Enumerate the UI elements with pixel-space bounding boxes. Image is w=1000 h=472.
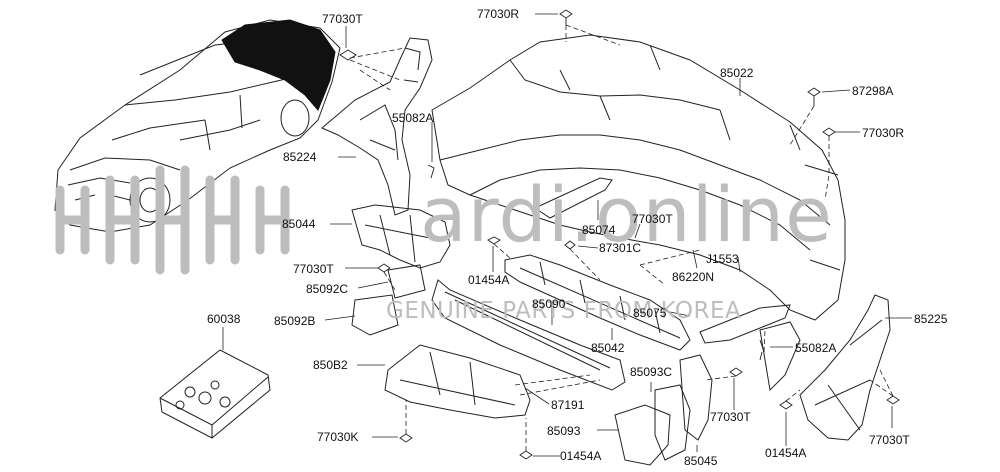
label-77030T-mid: 77030T [632, 212, 673, 226]
fasteners [339, 9, 900, 460]
label-85042: 85042 [591, 341, 625, 355]
label-850B2: 850B2 [313, 358, 348, 372]
highlighted-bumper-area [221, 19, 336, 111]
label-85093C: 85093C [630, 365, 673, 379]
label-85074: 85074 [582, 223, 616, 237]
kit-box-60038 [159, 349, 271, 439]
leader-lines [222, 13, 912, 457]
assembly-lines [349, 24, 894, 451]
label-86220N: 86220N [672, 270, 715, 284]
watermark-site: ardi.online [420, 170, 833, 259]
part-85045 [679, 354, 713, 441]
label-87298A: 87298A [852, 84, 894, 98]
label-77030R-top: 77030R [477, 7, 520, 21]
label-87301C: 87301C [599, 241, 642, 255]
part-85092C [387, 264, 426, 299]
label-85044: 85044 [282, 217, 316, 231]
part-85093C [654, 384, 691, 461]
absorber-85042 [504, 254, 691, 351]
label-55082A-left: 55082A [392, 111, 434, 125]
strip-85074 [533, 177, 613, 219]
bracket-85224 [321, 37, 433, 216]
label-85022: 85022 [720, 66, 754, 80]
label-77030R-right: 77030R [862, 126, 905, 140]
bracket-85225 [799, 294, 891, 441]
label-77030T-low: 77030T [710, 410, 751, 424]
label-85090: 85090 [532, 297, 566, 311]
label-01454A-bottom: 01454A [560, 449, 602, 463]
label-85075: 85075 [633, 306, 667, 320]
part-85092B [351, 294, 399, 336]
label-85225: 85225 [914, 312, 948, 326]
label-85092C: 85092C [306, 282, 349, 296]
panel-55082A [759, 321, 801, 392]
bracket-85044 [351, 204, 451, 269]
under-cover-850B2 [384, 344, 531, 419]
label-J1553: J1553 [706, 252, 739, 266]
watermark-tagline: GENUINE PARTS FROM KOREA [386, 298, 742, 324]
label-77030T-left: 77030T [293, 262, 334, 276]
label-85224: 85224 [283, 150, 317, 164]
label-85093: 85093 [547, 424, 581, 438]
label-01454A-mid: 01454A [468, 273, 510, 287]
label-85045: 85045 [684, 454, 718, 468]
label-85092B: 85092B [274, 314, 316, 328]
part-85093 [614, 404, 671, 466]
label-77030K: 77030K [317, 430, 359, 444]
label-01454A-right: 01454A [765, 446, 807, 460]
label-87191: 87191 [551, 398, 585, 412]
reinforcement-85090 [431, 279, 626, 391]
label-55082A-right: 55082A [795, 341, 837, 355]
trim-85075 [699, 304, 791, 344]
label-60038: 60038 [207, 312, 241, 326]
label-77030T-top: 77030T [322, 12, 363, 26]
label-77030T-far: 77030T [869, 433, 910, 447]
